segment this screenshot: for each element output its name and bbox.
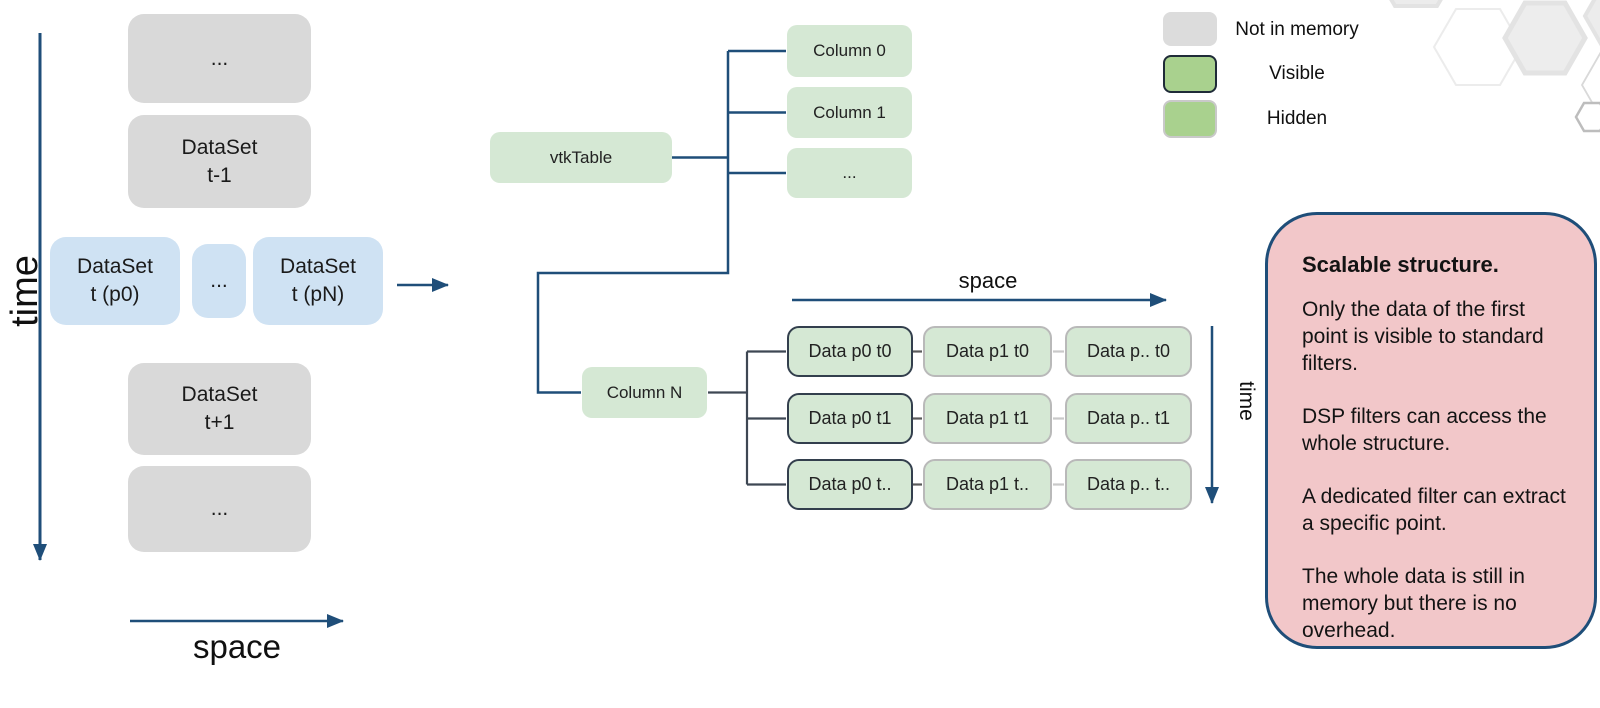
- dataset-box-ellipsis-mid: ...: [192, 244, 246, 318]
- note-paragraph: DSP filters can access the whole structu…: [1302, 405, 1547, 455]
- column-0-box: Column 0: [787, 25, 912, 77]
- note-paragraph: Only the data of the first point is visi…: [1302, 298, 1544, 375]
- data-cell-p1-t1: Data p1 t1: [923, 393, 1052, 444]
- vtktable-box: vtkTable: [490, 132, 672, 183]
- legend-label-visible: Visible: [1269, 63, 1325, 84]
- legend-swatch-visible: [1163, 55, 1217, 93]
- legend-swatch-not-in-memory: [1163, 12, 1217, 46]
- dataset-box-t-plus-1: DataSet t+1: [128, 363, 311, 455]
- column-n-branch-lines: [708, 350, 786, 486]
- column-ellipsis-box: ...: [787, 148, 912, 198]
- time-axis-label-left: time: [4, 255, 46, 327]
- column-n-box: Column N: [582, 367, 707, 418]
- data-cell-p0-t0: Data p0 t0: [787, 326, 913, 377]
- data-cell-pdots-t0: Data p.. t0: [1065, 326, 1192, 377]
- box-label: ...: [210, 497, 229, 520]
- legend-label-hidden: Hidden: [1266, 108, 1328, 129]
- dataset-box-t-pN: DataSet t (pN): [253, 237, 383, 325]
- data-cell-pdots-tdots: Data p.. t..: [1065, 459, 1192, 510]
- note-paragraph: A dedicated filter can extract a specifi…: [1302, 485, 1566, 535]
- legend-label-not-in-memory: Not in memory: [1235, 19, 1359, 40]
- note-box: Scalable structure. Only the data of the…: [1265, 212, 1597, 649]
- note-paragraph: The whole data is still in memory but th…: [1302, 565, 1525, 642]
- box-label: t (p0): [90, 283, 140, 306]
- data-cell-p0-tdots: Data p0 t..: [787, 459, 913, 510]
- data-cell-p1-t0: Data p1 t0: [923, 326, 1052, 377]
- note-title: Scalable structure.: [1302, 252, 1499, 277]
- hexagon-decoration: [1389, 0, 1600, 133]
- box-label: ...: [210, 46, 229, 70]
- box-label: DataSet: [181, 383, 258, 406]
- box-label: DataSet: [77, 255, 153, 278]
- grid-connectors-light: [1053, 350, 1064, 486]
- box-label: ...: [210, 269, 228, 292]
- vtktable-tree-lines: [536, 49, 786, 394]
- dataset-box-ellipsis-top: ...: [128, 14, 311, 103]
- column-1-box: Column 1: [787, 87, 912, 138]
- box-label: DataSet: [280, 255, 356, 278]
- box-label: t+1: [204, 411, 235, 434]
- data-cell-p0-t1: Data p0 t1: [787, 393, 913, 444]
- dataset-box-t-p0: DataSet t (p0): [50, 237, 180, 325]
- dataset-box-t-minus-1: DataSet t-1: [128, 115, 311, 208]
- grid-connectors-dark: [913, 350, 922, 486]
- space-axis-label-left: space: [192, 628, 282, 665]
- legend-swatch-hidden: [1163, 100, 1217, 138]
- data-cell-p1-tdots: Data p1 t..: [923, 459, 1052, 510]
- space-axis-label-grid: space: [958, 268, 1018, 293]
- box-label: DataSet: [181, 135, 258, 159]
- box-label: t-1: [207, 163, 232, 187]
- data-cell-pdots-t1: Data p.. t1: [1065, 393, 1192, 444]
- box-label: t (pN): [291, 283, 345, 306]
- time-axis-label-grid: time: [1235, 381, 1258, 421]
- dataset-box-ellipsis-bottom: ...: [128, 466, 311, 552]
